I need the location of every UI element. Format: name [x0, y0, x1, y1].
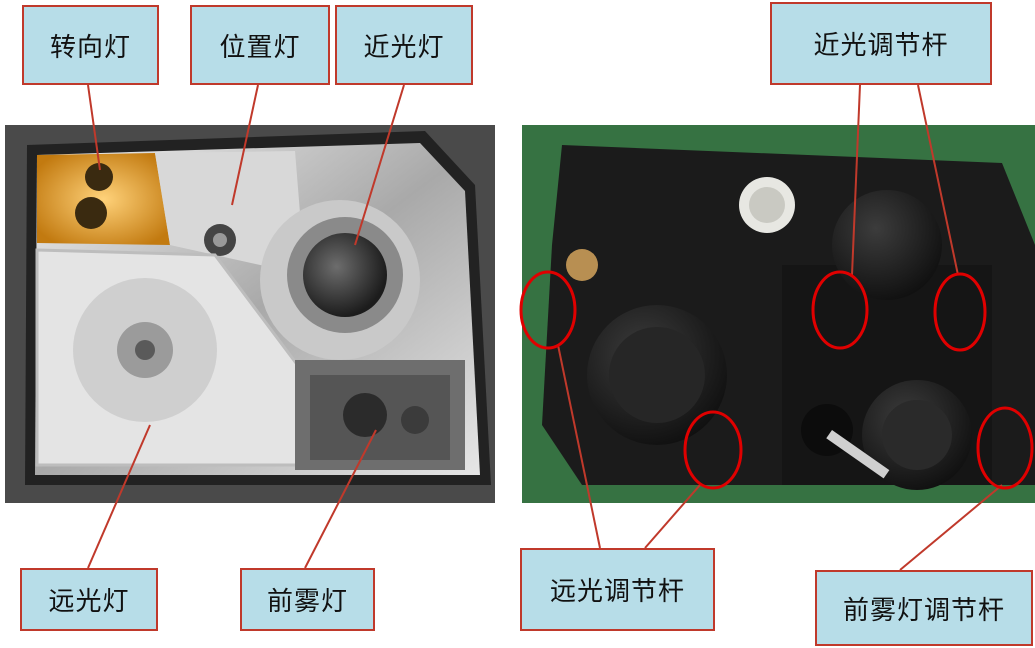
- low-beam-cap: [832, 190, 942, 300]
- leader-high-beam-adjuster-a: [557, 344, 601, 549]
- highlight-high-beam-adjuster-left: [519, 270, 577, 350]
- highlight-low-beam-adjuster-left: [811, 270, 869, 350]
- label-low-beam: 近光灯: [335, 5, 473, 85]
- leader-fog-adjuster: [899, 484, 1003, 571]
- label-high-beam: 远光灯: [20, 568, 158, 631]
- label-high-beam-adjuster: 远光调节杆: [520, 548, 715, 631]
- label-turn-signal: 转向灯: [22, 5, 159, 85]
- leader-low-beam-adjuster-b: [917, 84, 959, 276]
- highlight-high-beam-adjuster-right: [683, 410, 743, 490]
- leader-turn-signal: [87, 84, 101, 171]
- turn-bulb-upper: [85, 163, 113, 191]
- turn-bulb-lower: [75, 197, 107, 229]
- label-low-beam-adjuster: 近光调节杆: [770, 2, 992, 85]
- leader-low-beam-adjuster-a: [851, 84, 861, 276]
- leader-position-light: [231, 84, 259, 206]
- low-beam-lens: [303, 233, 387, 317]
- leader-front-fog: [304, 429, 377, 569]
- leader-high-beam: [87, 424, 151, 569]
- headlamp-rear-photo: [522, 125, 1035, 503]
- label-fog-adjuster: 前雾灯调节杆: [815, 570, 1033, 646]
- label-position-light: 位置灯: [190, 5, 330, 85]
- fog-lamp-lens: [343, 393, 387, 437]
- highlight-fog-adjuster: [976, 406, 1034, 490]
- leader-low-beam: [354, 84, 405, 246]
- leader-high-beam-adjuster-b: [644, 484, 701, 549]
- headlamp-front-photo: [5, 125, 495, 503]
- highlight-low-beam-adjuster-right: [933, 272, 987, 352]
- label-front-fog: 前雾灯: [240, 568, 375, 631]
